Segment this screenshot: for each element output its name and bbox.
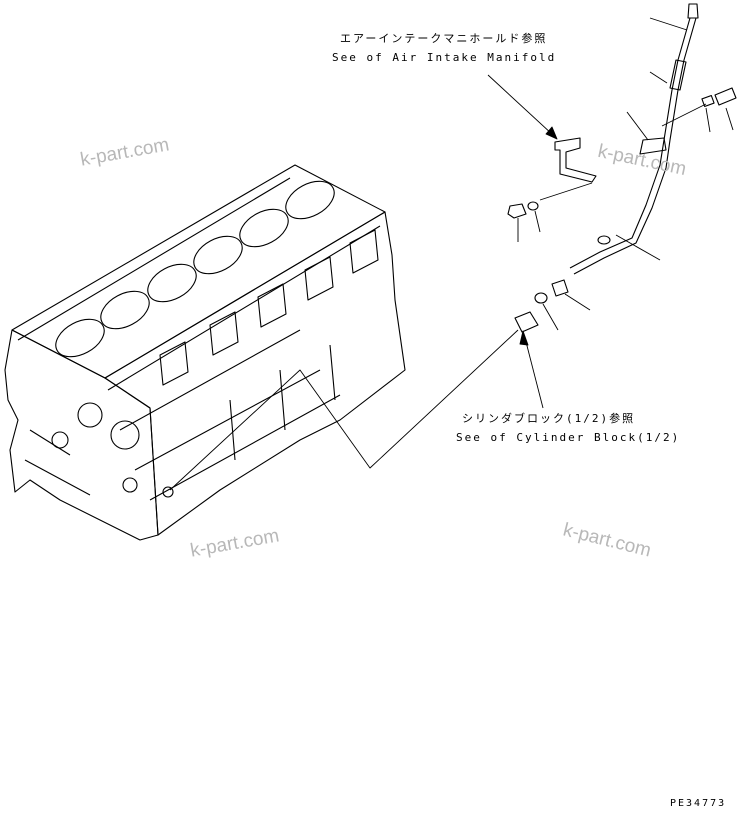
mounting-bracket (554, 137, 597, 183)
cylinder-bores (55, 180, 335, 358)
washer-left (527, 201, 539, 211)
air-intake-label-en: See of Air Intake Manifold (332, 51, 557, 64)
connector-fitting (514, 311, 539, 333)
nut-left (507, 203, 527, 219)
front-face-details (24, 402, 174, 498)
engine-block (4, 164, 406, 541)
sleeve-lower (534, 292, 548, 304)
dipstick-rod (569, 17, 691, 269)
cylinder-block-label-jp: シリンダブロック(1/2)参照 (462, 412, 636, 425)
side-ports (119, 229, 379, 501)
leader-lines (169, 17, 734, 491)
dipstick-assembly (507, 3, 737, 333)
nut-lower (551, 279, 569, 297)
cylinder-block-label-en: See of Cylinder Block(1/2) (456, 431, 681, 444)
figure-code: PE34773 (670, 798, 727, 809)
bolt (714, 87, 737, 106)
air-intake-label-jp: エアーインテークマニホールド参照 (340, 32, 548, 45)
dipstick-handle (687, 3, 699, 19)
